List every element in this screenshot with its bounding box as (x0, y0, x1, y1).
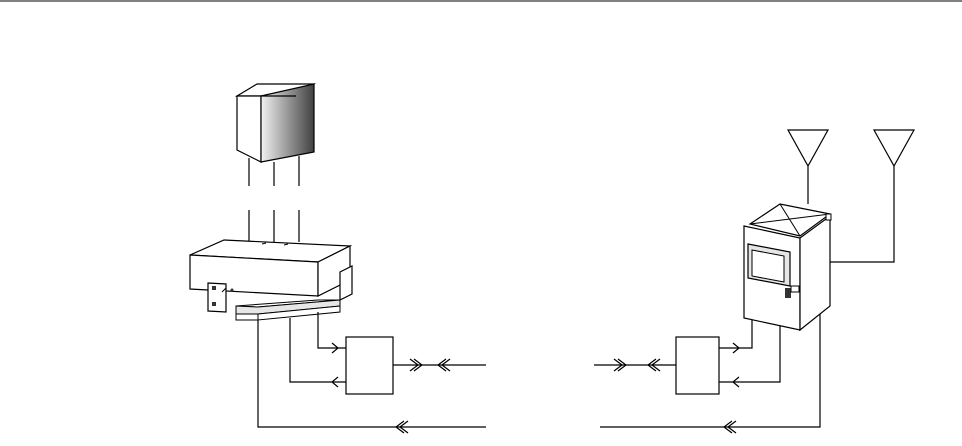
cabinet-to-right-box-lower (719, 322, 780, 387)
right-box-inbound (594, 359, 676, 371)
left-box-outbound (393, 359, 486, 371)
antenna-1-icon (788, 130, 828, 204)
rack-unit-icon (190, 240, 352, 320)
cabinet-to-right-box-upper (719, 318, 752, 353)
left-junction-box (346, 337, 393, 394)
cube-to-rack-leads (249, 156, 299, 242)
rack-to-left-box-upper (318, 312, 346, 353)
right-junction-box (676, 337, 719, 394)
shaded-cube-icon (237, 84, 314, 162)
antenna-2-icon (830, 130, 914, 262)
outdoor-cabinet-icon (744, 204, 831, 330)
